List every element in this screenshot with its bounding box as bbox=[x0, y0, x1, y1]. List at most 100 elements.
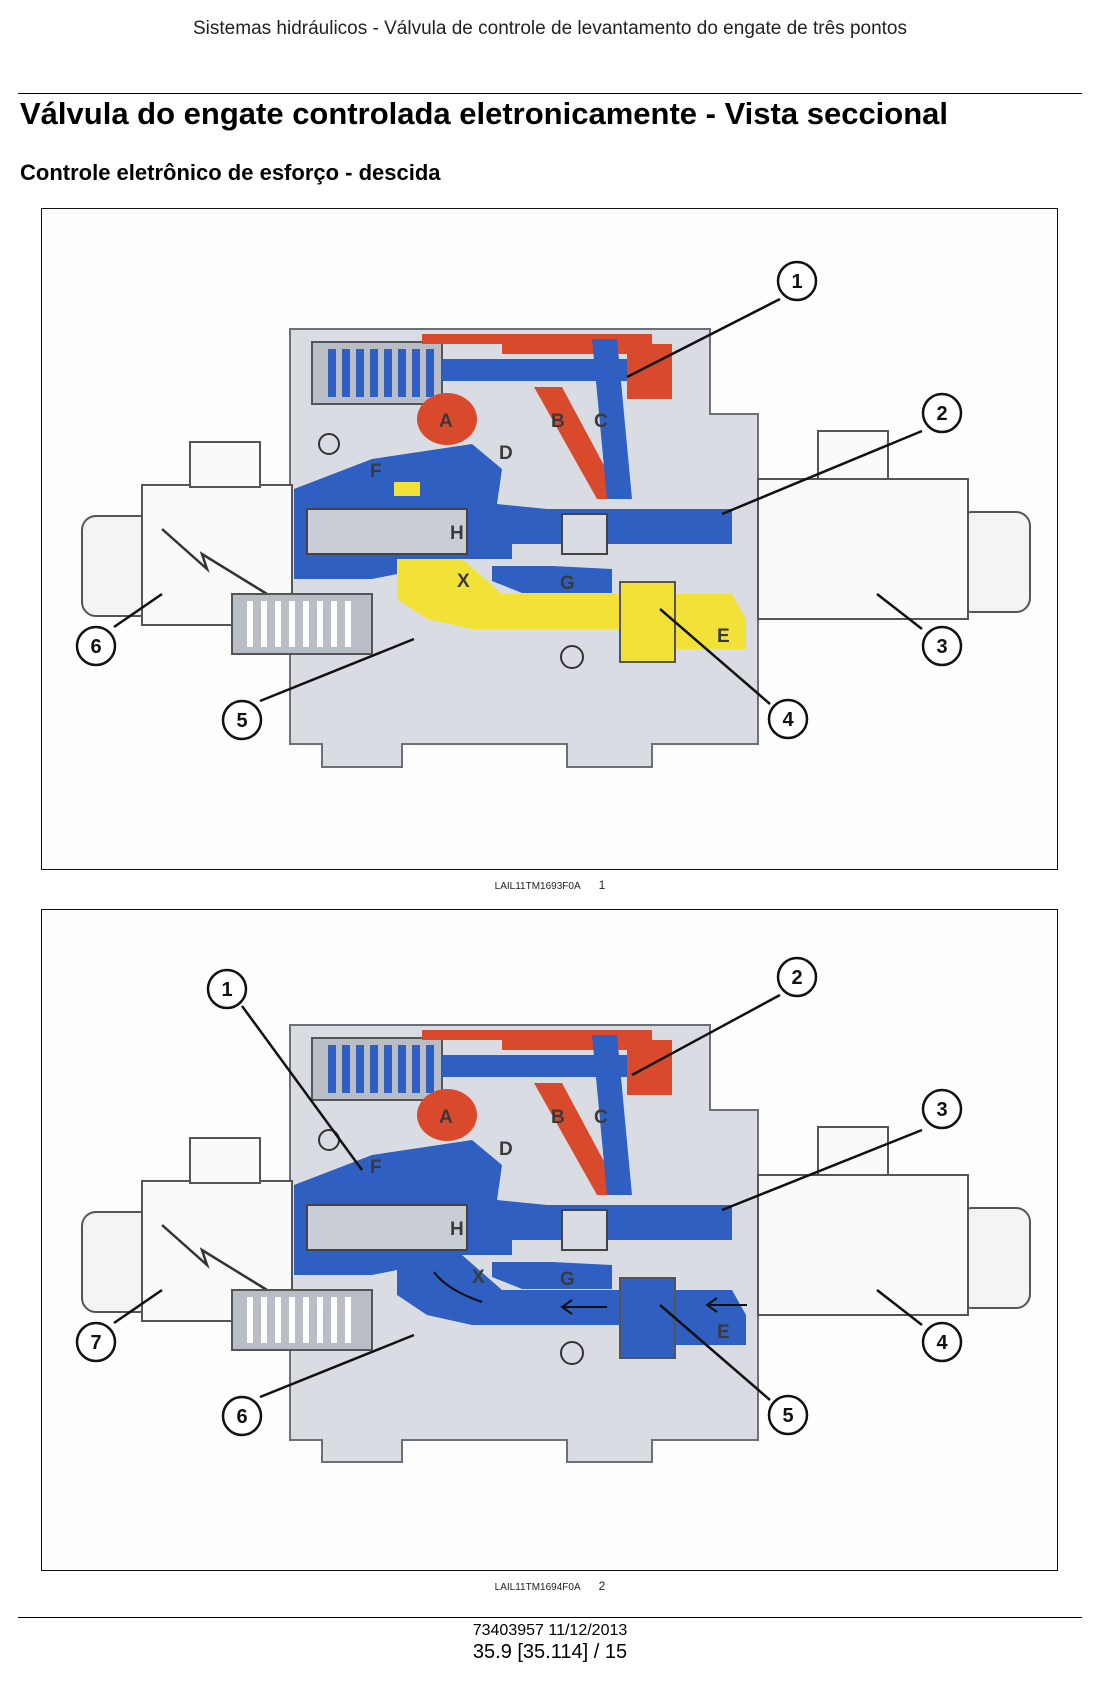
right-spool-spring-box bbox=[561, 513, 608, 555]
leader-1 bbox=[626, 297, 781, 379]
running-header: Sistemas hidráulicos - Válvula de contro… bbox=[193, 18, 907, 39]
left-solenoid-connector bbox=[189, 1137, 261, 1184]
port-label-c: C bbox=[594, 411, 608, 432]
leader-7 bbox=[113, 1288, 163, 1325]
port-a-cavity bbox=[417, 1089, 477, 1141]
port-label-c: C bbox=[594, 1107, 608, 1128]
port-b-passage bbox=[534, 1083, 622, 1195]
relief-valve-yellow bbox=[619, 581, 676, 663]
leader-2 bbox=[721, 429, 923, 516]
figure-1-ref: LAIL11TM1693F0A bbox=[494, 881, 581, 892]
port-label-a: A bbox=[439, 1107, 453, 1128]
electric-symbol-icon bbox=[161, 1224, 268, 1292]
port-label-b: B bbox=[551, 411, 565, 432]
svg-text:6: 6 bbox=[236, 1406, 247, 1428]
callout-2: 2 bbox=[776, 956, 818, 998]
svg-text:6: 6 bbox=[90, 636, 101, 658]
svg-text:3: 3 bbox=[936, 636, 947, 658]
footer-page-ref: 35.9 [35.114] / 15 bbox=[472, 1641, 628, 1663]
port-a-cavity bbox=[417, 393, 477, 445]
port-label-h: H bbox=[450, 523, 464, 544]
pilot-yellow-dot bbox=[394, 482, 420, 496]
pilot-spool bbox=[306, 1204, 468, 1251]
right-solenoid-coil bbox=[757, 478, 969, 620]
callout-3: 3 bbox=[921, 1088, 963, 1130]
upper-spring bbox=[328, 1045, 434, 1093]
port-label-x: X bbox=[457, 571, 470, 592]
right-solenoid-coil bbox=[757, 1174, 969, 1316]
body-hole-upper bbox=[318, 433, 340, 455]
header-rule bbox=[18, 93, 1082, 94]
svg-text:3: 3 bbox=[936, 1099, 947, 1121]
leader-4 bbox=[876, 1289, 923, 1326]
figure-1-caption: LAIL11TM1693F0A 1 bbox=[0, 878, 1100, 892]
port-label-e: E bbox=[717, 1322, 730, 1343]
check-poppet-red bbox=[627, 344, 672, 399]
callout-1: 1 bbox=[776, 260, 818, 302]
callout-1: 1 bbox=[206, 968, 248, 1010]
check-poppet-red bbox=[627, 1040, 672, 1095]
svg-text:5: 5 bbox=[782, 1405, 793, 1427]
port-label-h: H bbox=[450, 1219, 464, 1240]
leader-6 bbox=[259, 1333, 415, 1399]
pilot-spool bbox=[306, 508, 468, 555]
callout-6: 6 bbox=[75, 625, 117, 667]
port-g-passage bbox=[492, 566, 612, 593]
left-solenoid-connector bbox=[189, 441, 261, 488]
svg-text:4: 4 bbox=[936, 1332, 948, 1354]
port-label-e: E bbox=[717, 626, 730, 647]
callout-2: 2 bbox=[921, 392, 963, 434]
port-label-d: D bbox=[499, 1139, 513, 1160]
callout-3: 3 bbox=[921, 625, 963, 667]
port-c-passage bbox=[592, 1035, 632, 1195]
port-g-passage bbox=[492, 1262, 612, 1289]
port-label-f: F bbox=[370, 461, 382, 482]
svg-text:1: 1 bbox=[221, 979, 232, 1001]
callout-5: 5 bbox=[767, 1394, 809, 1436]
valve-section-diagram-2: A B C D F H X G E 1 2 3 4 5 6 7 bbox=[75, 956, 1031, 1463]
port-label-a: A bbox=[439, 411, 453, 432]
callout-4: 4 bbox=[921, 1321, 963, 1363]
figure-1: A B C D F H X G E 1 2 3 4 5 6 bbox=[41, 208, 1058, 870]
flow-arrow-icon bbox=[560, 1299, 607, 1315]
upper-spring bbox=[328, 349, 434, 397]
flow-arrow-icon bbox=[705, 1297, 747, 1313]
leader-5 bbox=[659, 1304, 771, 1401]
lower-spring bbox=[247, 601, 351, 647]
leader-4 bbox=[659, 608, 771, 705]
figure-1-number: 1 bbox=[598, 878, 606, 892]
figure-2-number: 2 bbox=[598, 1579, 606, 1593]
callout-6: 6 bbox=[221, 1395, 263, 1437]
svg-text:2: 2 bbox=[936, 403, 947, 425]
figure-2-caption: LAIL11TM1694F0A 2 bbox=[0, 1579, 1100, 1593]
port-b-passage bbox=[534, 387, 622, 499]
callout-7: 7 bbox=[75, 1321, 117, 1363]
figure-2-ref: LAIL11TM1694F0A bbox=[494, 1582, 581, 1593]
right-spool-spring-box bbox=[561, 1209, 608, 1251]
callout-4: 4 bbox=[767, 698, 809, 740]
footer-rule bbox=[18, 1617, 1082, 1618]
valve-section-diagram-1: A B C D F H X G E 1 2 3 4 5 6 bbox=[75, 260, 1031, 768]
svg-text:4: 4 bbox=[782, 709, 794, 731]
callout-5: 5 bbox=[221, 699, 263, 741]
port-c-passage bbox=[592, 339, 632, 499]
svg-text:7: 7 bbox=[90, 1332, 101, 1354]
leader-3 bbox=[721, 1128, 923, 1212]
flow-arrow-icon bbox=[433, 1271, 483, 1303]
relief-valve-blue bbox=[619, 1277, 676, 1359]
port-label-f: F bbox=[370, 1157, 382, 1178]
svg-text:1: 1 bbox=[791, 271, 802, 293]
page-title: Válvula do engate controlada eletronicam… bbox=[20, 96, 949, 131]
svg-text:5: 5 bbox=[236, 710, 247, 732]
electric-symbol-icon bbox=[161, 528, 268, 596]
port-label-g: G bbox=[560, 1269, 575, 1290]
leader-1 bbox=[240, 1005, 364, 1171]
leader-5 bbox=[259, 637, 415, 703]
figure-2: A B C D F H X G E 1 2 3 4 5 6 7 bbox=[41, 909, 1058, 1571]
svg-text:2: 2 bbox=[791, 967, 802, 989]
body-hole bbox=[560, 1341, 584, 1365]
body-hole bbox=[560, 645, 584, 669]
leader-6 bbox=[113, 592, 163, 629]
lower-spring bbox=[247, 1297, 351, 1343]
port-label-x: X bbox=[472, 1267, 485, 1288]
